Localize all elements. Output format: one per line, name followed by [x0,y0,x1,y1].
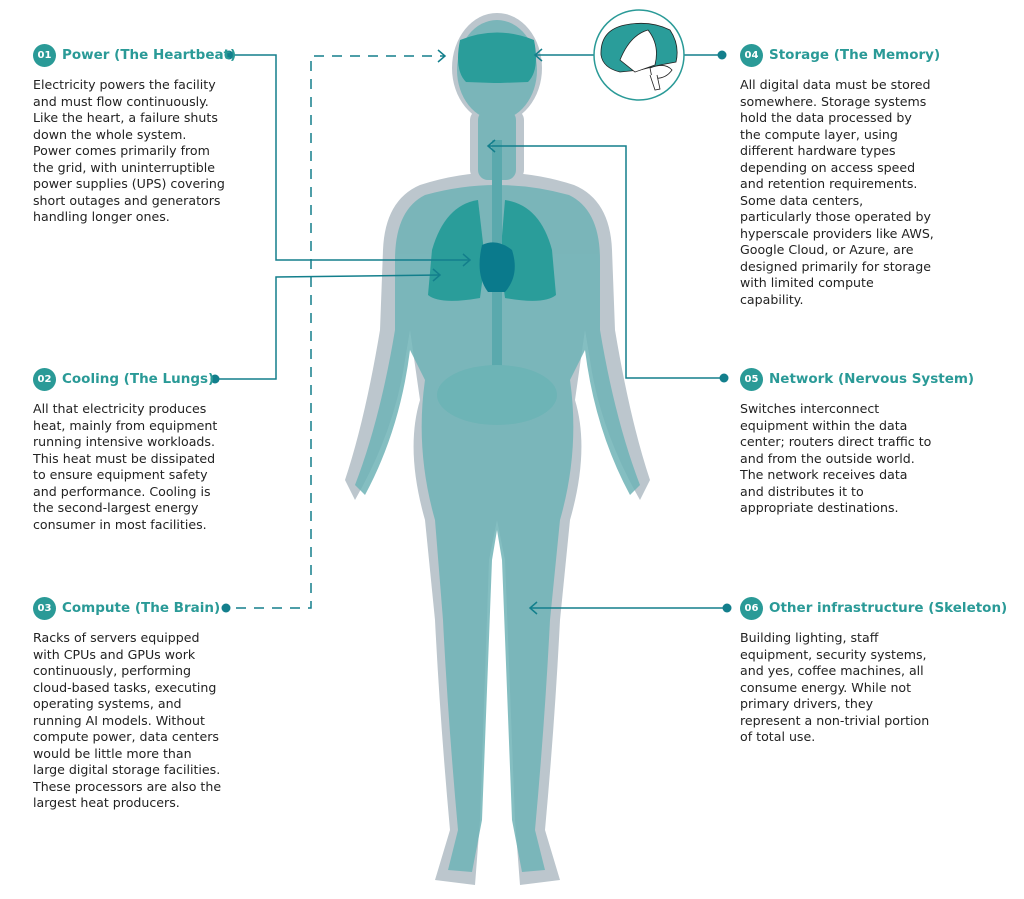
section-title: Other infrastructure (Skeleton) [769,600,1008,616]
description-line: large digital storage facilities. [33,762,221,777]
description-line: These processors are also the [33,778,222,794]
section-cooling: 02 Cooling (The Lungs) All that electric… [33,367,217,533]
description-line: Building lighting, staff [740,630,879,645]
description-line: hyperscale providers like AWS, [740,225,934,241]
description-line: The network receives data [740,467,908,482]
description-line: appropriate destinations. [740,500,899,515]
description-line: equipment, security systems, [740,646,927,662]
description-line: Racks of servers equipped [33,630,200,645]
description-line: continuously, performing [33,663,191,678]
section-title: Storage (The Memory) [769,47,941,63]
description-line: short outages and generators [33,192,221,208]
section-compute: 03 Compute (The Brain) Racks of servers … [33,596,221,812]
description-line: somewhere. Storage systems [740,93,927,109]
description-line: the grid, with uninterruptible [33,159,215,175]
description-line: Like the heart, a failure shuts [33,110,218,125]
section-header: 05 Network (Nervous System) [740,367,974,391]
description-line: down the whole system. [33,126,187,142]
description-line: and from the outside world. [740,450,915,466]
description-line: depending on access speed [740,159,916,175]
description-line: All that electricity produces [33,401,207,416]
description-line: Some data centers, [740,192,864,208]
section-header: 03 Compute (The Brain) [33,596,221,620]
section-number-badge: 05 [740,367,763,391]
description-line: Switches interconnect [740,401,880,416]
description-line: with limited compute [740,275,874,290]
section-header: 06 Other infrastructure (Skeleton) [740,596,1007,620]
description-line: capability. [740,291,804,307]
description-line: Google Cloud, or Azure, are [740,242,914,257]
section-number-badge: 01 [33,43,56,67]
section-number-badge: 03 [33,596,56,620]
description-line: and must flow continuously. [33,93,209,109]
description-line: of total use. [740,729,816,744]
section-title: Cooling (The Lungs) [62,371,215,387]
right-lung [500,200,556,301]
heart-organ [479,242,515,292]
description-line: compute power, data centers [33,729,219,744]
description-line: Electricity powers the facility [33,77,216,92]
section-network: 05 Network (Nervous System) Switches int… [740,367,974,517]
section-number-badge: 04 [740,43,763,67]
section-header: 01 Power (The Heartbeat) [33,43,236,67]
description-line: handling longer ones. [33,209,170,224]
section-number-badge: 06 [740,596,763,620]
section-other-infrastructure: 06 Other infrastructure (Skeleton) Build… [740,596,1007,746]
section-number-badge: 02 [33,367,56,391]
section-storage: 04 Storage (The Memory) All digital data… [740,43,940,308]
description-line: operating systems, and [33,696,182,711]
description-line: consume energy. While not [740,679,912,695]
description-line: represent a non-trivial portion [740,712,930,728]
description-line: to ensure equipment safety [33,467,208,482]
description-line: and performance. Cooling is [33,483,211,499]
section-power: 01 Power (The Heartbeat) Electricity pow… [33,43,236,226]
description-line: heat, mainly from equipment [33,417,218,433]
description-line: and yes, coffee machines, all [740,663,924,678]
description-line: with CPUs and GPUs work [33,646,196,662]
description-line: running AI models. Without [33,712,205,728]
description-line: Power comes primarily from [33,143,210,158]
brain-organ [458,32,536,83]
description-line: largest heat producers. [33,795,180,810]
description-line: consumer in most facilities. [33,516,207,532]
section-header: 04 Storage (The Memory) [740,43,940,67]
description-line: hold the data processed by [740,110,912,125]
description-line: This heat must be dissipated [33,450,216,466]
section-header: 02 Cooling (The Lungs) [33,367,217,391]
description-line: particularly those operated by [740,209,931,224]
section-title: Network (Nervous System) [769,371,975,387]
description-line: the second-largest energy [33,500,199,515]
pelvis [437,365,557,425]
description-line: different hardware types [740,143,896,158]
description-line: cloud-based tasks, executing [33,679,217,695]
left-lung [428,200,485,301]
connector-dots [210,50,732,613]
description-line: primary drivers, they [740,696,874,711]
description-line: equipment within the data [740,417,908,433]
description-line: and distributes it to [740,483,864,499]
description-line: power supplies (UPS) covering [33,176,225,191]
description-line: would be little more than [33,745,192,761]
description-line: center; routers direct traffic to [740,434,932,449]
description-line: All digital data must be stored [740,77,931,92]
section-title: Compute (The Brain) [62,600,221,616]
brain-illustration [593,9,685,101]
description-line: and retention requirements. [740,176,918,191]
description-line: designed primarily for storage [740,258,931,274]
description-line: the compute layer, using [740,126,898,142]
section-title: Power (The Heartbeat) [62,47,237,63]
description-line: running intensive workloads. [33,434,215,449]
